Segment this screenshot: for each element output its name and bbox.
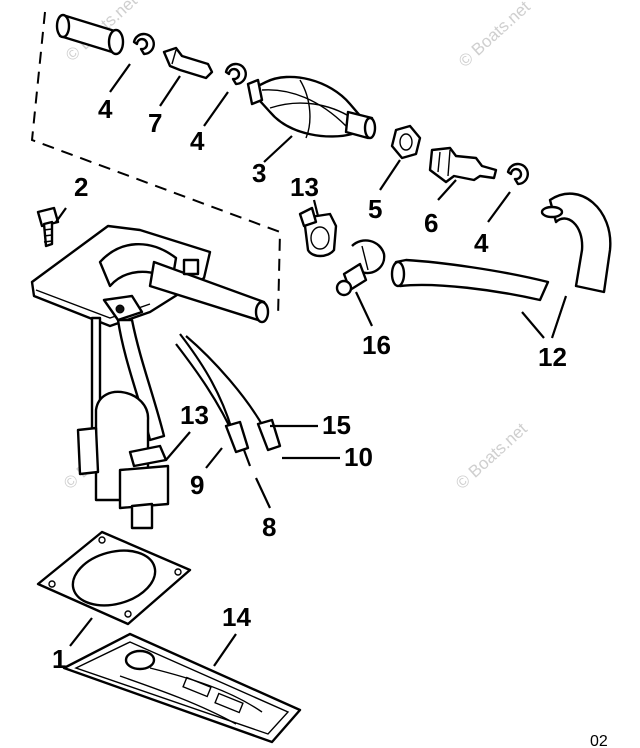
callout-7: 7 bbox=[148, 108, 162, 138]
callout-4-left: 4 bbox=[98, 94, 113, 124]
filter-plate-14 bbox=[62, 632, 302, 744]
nut-5 bbox=[390, 124, 422, 160]
assembly-boundary bbox=[30, 11, 282, 319]
callout-6: 6 bbox=[424, 208, 438, 238]
clip-4-right bbox=[506, 162, 529, 186]
clamp-13-upper bbox=[298, 206, 338, 258]
watermark-top-right: © Boats.net bbox=[455, 0, 534, 71]
callout-15: 15 bbox=[322, 410, 351, 440]
primer-bulb-3 bbox=[246, 75, 377, 140]
callout-10: 10 bbox=[344, 442, 373, 472]
hose-piece-top bbox=[55, 13, 125, 56]
footer-code: 02 bbox=[590, 733, 608, 748]
leader-lines bbox=[55, 63, 568, 667]
callouts: 4 7 4 3 2 13 5 6 4 16 12 13 15 10 9 8 14… bbox=[52, 94, 567, 674]
wires bbox=[175, 333, 282, 467]
callout-9: 9 bbox=[190, 470, 204, 500]
callout-8: 8 bbox=[262, 512, 276, 542]
callout-1: 1 bbox=[52, 644, 66, 674]
gasket-1 bbox=[36, 530, 192, 626]
callout-2: 2 bbox=[74, 172, 88, 202]
callout-16: 16 bbox=[362, 330, 391, 360]
callout-14: 14 bbox=[222, 602, 251, 632]
callout-12: 12 bbox=[538, 342, 567, 372]
callout-3: 3 bbox=[252, 158, 266, 188]
callout-4-center: 4 bbox=[190, 126, 205, 156]
connector-7 bbox=[162, 46, 214, 80]
callout-13-upper: 13 bbox=[290, 172, 319, 202]
callout-5: 5 bbox=[368, 194, 382, 224]
clip-4-left bbox=[132, 32, 155, 56]
hose-12 bbox=[390, 192, 612, 302]
clip-4-center bbox=[224, 62, 247, 86]
callout-13-lower: 13 bbox=[180, 400, 209, 430]
fuel-pump-body bbox=[30, 224, 270, 530]
callout-4-right: 4 bbox=[474, 228, 489, 258]
fitting-16 bbox=[335, 239, 386, 297]
screw-2 bbox=[36, 206, 60, 248]
connector-6 bbox=[428, 146, 498, 184]
watermark-mid-right: © Boats.net bbox=[452, 419, 531, 493]
